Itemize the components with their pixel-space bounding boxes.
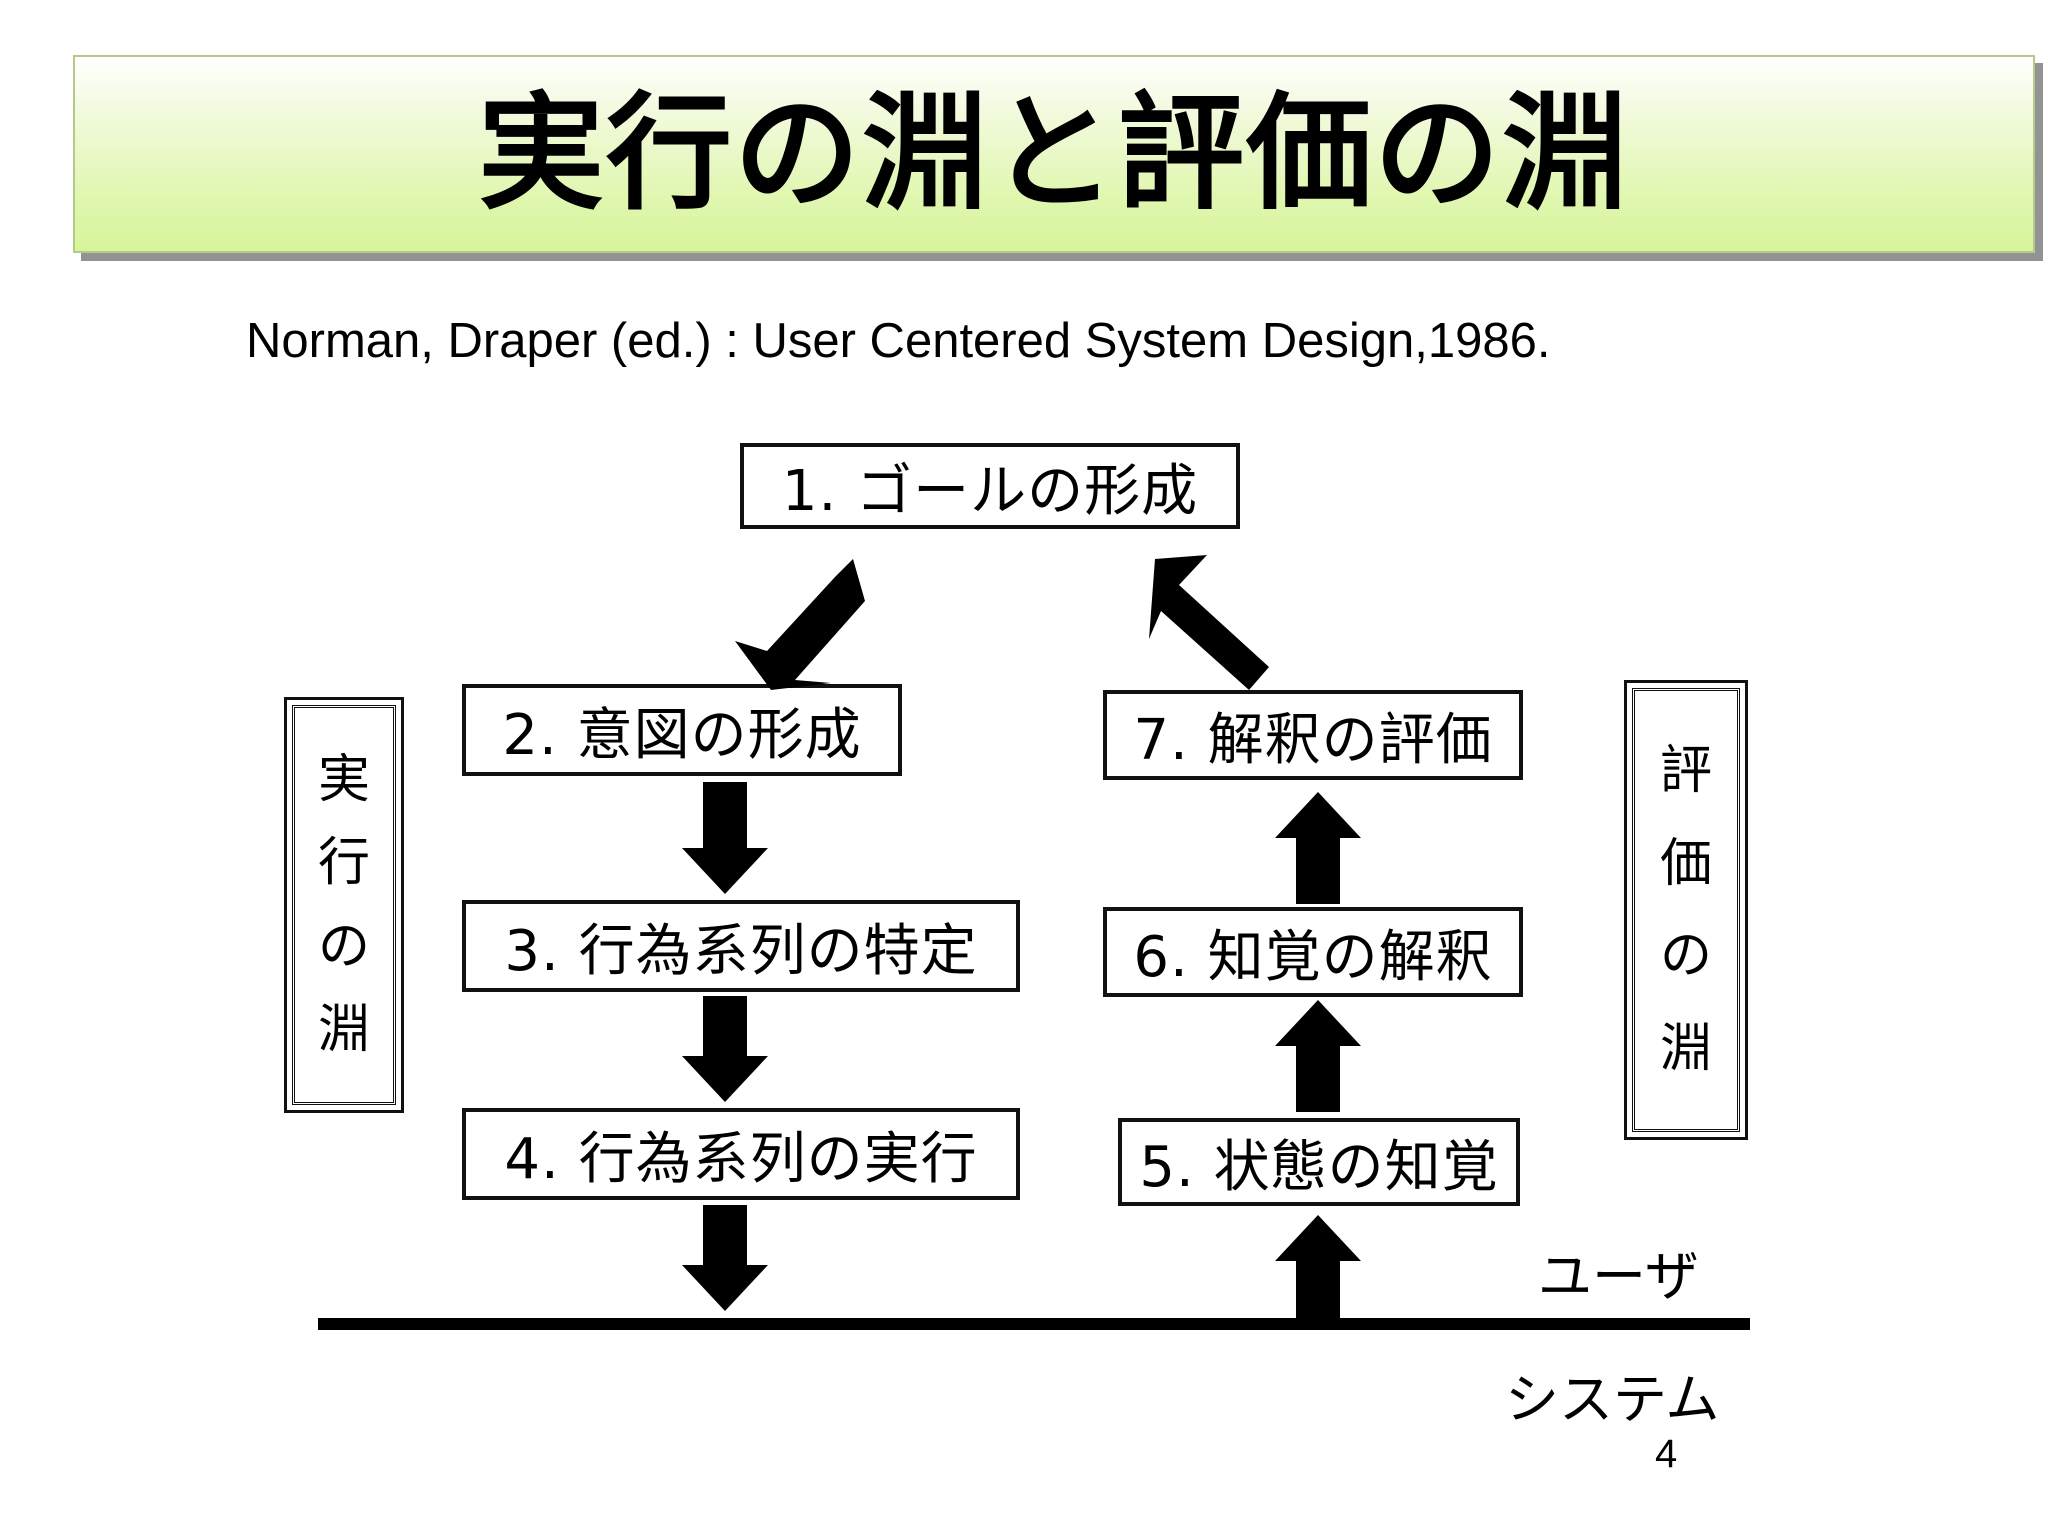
arrow-shaft (703, 1205, 747, 1271)
arrow-head (682, 1056, 768, 1102)
step-box-intention-formation: 2. 意図の形成 (462, 684, 902, 776)
boundary-label-user: ユーザ (1538, 1245, 1699, 1308)
gulf-right-char-4: 淵 (1659, 1018, 1712, 1079)
arrow-head (1275, 792, 1361, 838)
arrow-diagonal-goal-to-intention-icon (735, 555, 865, 690)
arrow-up-system-to-perception-icon (1273, 1215, 1363, 1327)
arrow-diagonal-evaluation-to-goal-icon (1145, 555, 1275, 690)
page-title: 実行の淵と評価の淵 (478, 80, 1630, 227)
arrow-shaft (1296, 1040, 1340, 1112)
step-box-goal-formation: 1. ゴールの形成 (740, 443, 1240, 529)
arrow-head (682, 848, 768, 894)
arrow-shaft (1296, 1255, 1340, 1327)
arrow-shaft (703, 782, 747, 854)
arrow-shaft (703, 996, 747, 1062)
gulf-right-char-3: の (1659, 926, 1712, 987)
gulf-left-char-2: 行 (317, 833, 370, 894)
gulf-of-execution-box: 実 行 の 淵 (284, 697, 404, 1113)
step-box-perception-interpretation: 6. 知覚の解釈 (1103, 907, 1523, 997)
user-system-boundary-line (318, 1318, 1750, 1330)
step-box-action-sequence-specification: 3. 行為系列の特定 (462, 900, 1020, 992)
arrow-up-perception-to-interpretation-icon (1273, 1000, 1363, 1112)
arrow-down-action-spec-to-execution-icon (680, 996, 770, 1104)
step-box-interpretation-evaluation: 7. 解釈の評価 (1103, 690, 1523, 780)
gulf-of-evaluation-box: 評 価 の 淵 (1624, 680, 1748, 1140)
step-box-state-perception: 5. 状態の知覚 (1118, 1118, 1520, 1206)
boundary-label-system: システム (1505, 1368, 1720, 1431)
step-box-action-sequence-execution: 4. 行為系列の実行 (462, 1108, 1020, 1200)
arrow-up-interpretation-to-evaluation-icon (1273, 792, 1363, 904)
slide-title-banner: 実行の淵と評価の淵 (73, 55, 2035, 253)
gulf-left-char-1: 実 (317, 749, 370, 810)
arrow-down-intention-to-action-spec-icon (680, 782, 770, 894)
gulf-left-char-4: 淵 (317, 1000, 370, 1061)
arrow-diagonal-down-left-svg (735, 559, 865, 690)
arrow-down-execution-to-system-icon (680, 1205, 770, 1315)
gulf-left-char-3: の (317, 916, 370, 977)
citation-text: Norman, Draper (ed.) : User Centered Sys… (246, 314, 1551, 368)
arrow-diagonal-up-left-svg (1149, 555, 1269, 690)
arrow-shaft (1296, 832, 1340, 904)
gulf-right-char-2: 価 (1659, 833, 1712, 894)
arrow-head (1275, 1215, 1361, 1261)
arrow-head (682, 1265, 768, 1311)
page-number: 4 (1655, 1432, 1678, 1476)
gulf-right-char-1: 評 (1659, 741, 1712, 802)
arrow-head (1275, 1000, 1361, 1046)
